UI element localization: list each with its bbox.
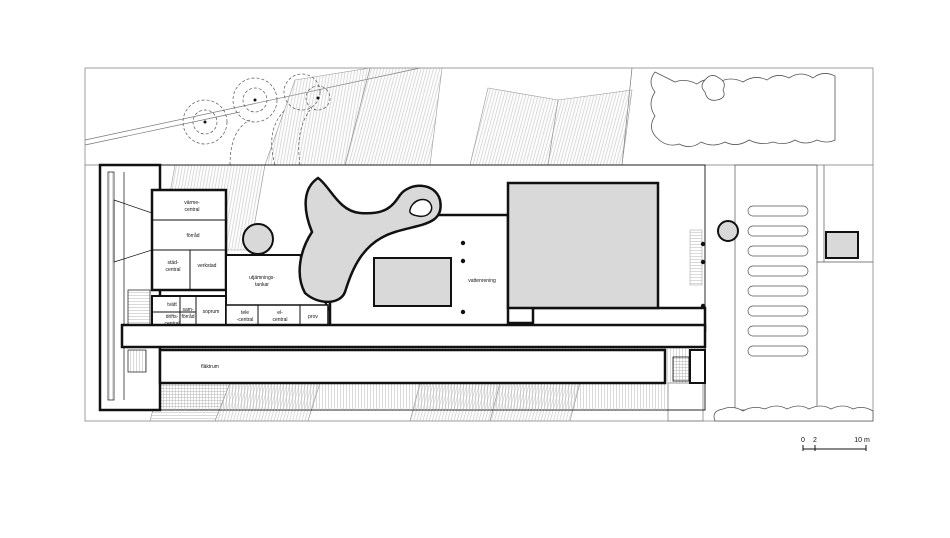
reservoir-grey: [506, 181, 660, 310]
fan-room: [158, 348, 667, 385]
room-labels: värme- central förråd städ- central verk…: [164, 200, 495, 370]
label-prov: prov: [308, 314, 318, 320]
label-stadcentral-1: städ-: [167, 260, 178, 266]
left-wing: [98, 163, 162, 412]
sculpted-basin: [298, 176, 442, 304]
basin-grey: [373, 257, 452, 307]
label-telecentral-1: tele: [241, 310, 249, 316]
label-vatterening: vattenrening: [468, 278, 496, 284]
hedge-bottom-right: [713, 405, 874, 422]
paving-south-2: [160, 383, 665, 410]
scale-bar: 0 2 10 m: [801, 437, 870, 451]
hedge-top-right: [650, 71, 836, 147]
label-telecentral-2: -central: [237, 317, 254, 323]
label-driftscentral-1: drifts-: [166, 314, 179, 320]
hatched-path-right: [689, 229, 703, 286]
round-tank-right: [717, 220, 739, 242]
label-forrad: förråd: [186, 232, 199, 239]
label-samforrad-2: förråd: [181, 313, 194, 320]
label-tvatt: tvätt: [167, 302, 177, 308]
scale-label-2: 2: [813, 437, 817, 444]
label-elcentral-1: el-: [277, 310, 283, 316]
hatched-fields-top: [159, 67, 633, 251]
label-driftscentral-2: central: [164, 321, 179, 327]
label-utjamningstankar-2: tankar: [255, 282, 269, 288]
planting-circles: [182, 73, 331, 166]
label-stadcentral-2: central: [165, 267, 180, 273]
label-soprum: soprum: [203, 309, 220, 315]
scale-label-0: 0: [801, 437, 805, 444]
small-outbuilding: [825, 231, 859, 259]
label-varmecentral-1: värme-: [184, 200, 200, 206]
label-elcentral-2: central: [272, 317, 287, 323]
stairs-left: [127, 289, 151, 327]
entrance-path: [667, 382, 704, 422]
label-flaktrum: fläktrum: [201, 364, 219, 370]
round-tank-left: [242, 223, 274, 255]
entrance-block: [689, 349, 706, 384]
parking-lot: [734, 164, 873, 411]
service-rooms: [150, 188, 228, 329]
label-utjamningstankar-1: utjämnings-: [249, 275, 275, 281]
label-samforrad-1: sam-: [182, 307, 193, 313]
stairs-right: [672, 356, 690, 382]
basin-hole: [409, 198, 433, 218]
scale-label-10m: 10 m: [854, 437, 870, 444]
long-corridor: [120, 323, 707, 349]
lift-left: [127, 349, 147, 373]
label-verkstad: verkstad: [198, 263, 217, 269]
label-varmecentral-2: central: [184, 207, 199, 213]
tree-centers: [203, 96, 320, 124]
